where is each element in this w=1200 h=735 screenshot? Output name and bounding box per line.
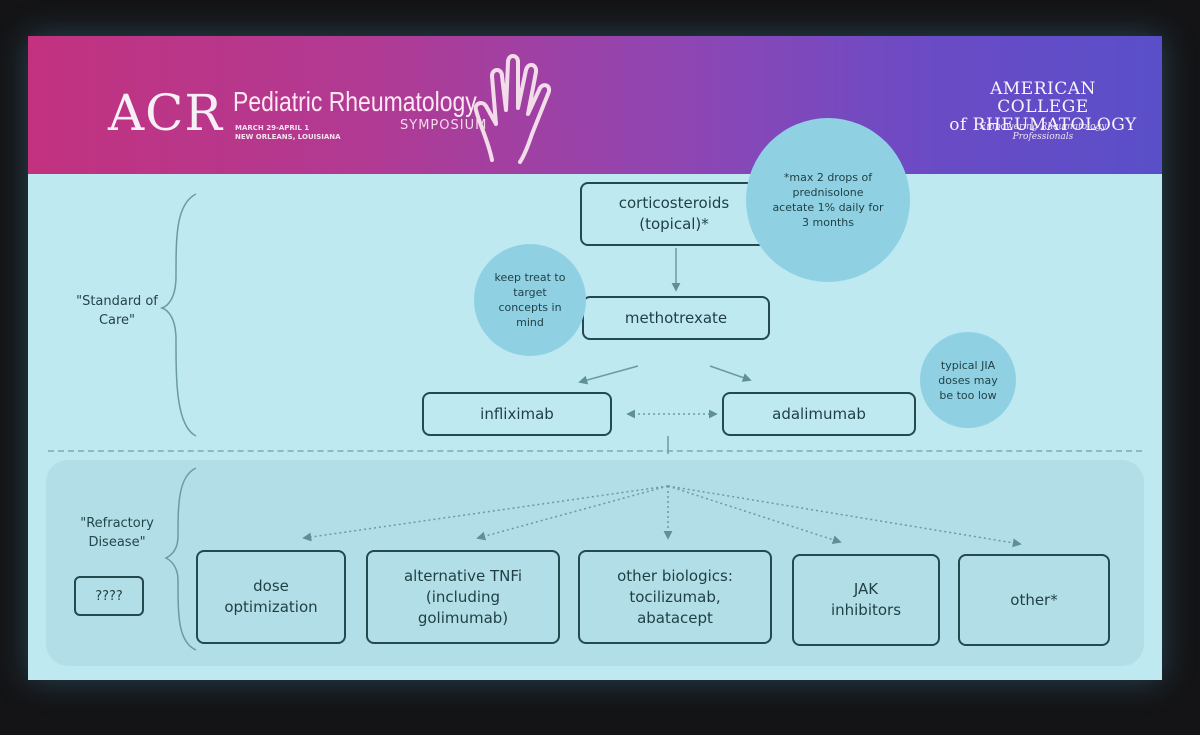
fan-line-5 xyxy=(667,485,1022,548)
section-divider xyxy=(48,450,1142,452)
standard-brace xyxy=(159,193,197,437)
connector-lines xyxy=(159,193,1022,651)
adalimumab-node: adalimumab xyxy=(722,392,916,436)
fan-line-4 xyxy=(667,485,842,545)
fan-line-1 xyxy=(302,485,669,542)
standard-of-care-label: "Standard of Care" xyxy=(76,294,158,328)
dose-optimization-node: dose optimization xyxy=(196,550,346,644)
header-banner: ACR Pediatric Rheumatology MARCH 29-APRI… xyxy=(28,36,1162,174)
event-name: Pediatric Rheumatology xyxy=(233,86,477,117)
methotrexate-node: methotrexate xyxy=(582,296,770,340)
arrow-mtx-to-adalimumab xyxy=(709,365,752,382)
event-dates-line1: MARCH 29-APRIL 1 xyxy=(235,124,310,132)
event-dates: MARCH 29-APRIL 1 NEW ORLEANS, LOUISIANA xyxy=(235,124,341,142)
hand-logo-icon xyxy=(473,54,551,164)
college-line2: of RHEUMATOLOGY xyxy=(949,115,1137,135)
infliximab-node: infliximab xyxy=(422,392,612,436)
corticosteroids-node: corticosteroids (topical)* xyxy=(580,182,768,246)
refractory-section-panel xyxy=(46,460,1144,666)
refractory-brace xyxy=(164,467,197,651)
other-node: other* xyxy=(958,554,1110,646)
arrow-mtx-to-infliximab xyxy=(578,365,639,385)
other-biologics-node: other biologics: tocilizumab, abatacept xyxy=(578,550,772,644)
prednisolone-note-bubble: *max 2 drops of prednisolone acetate 1% … xyxy=(746,118,910,282)
slide: ACR Pediatric Rheumatology MARCH 29-APRI… xyxy=(28,36,1162,680)
college-line1: AMERICAN COLLEGE xyxy=(990,79,1096,117)
college-name: AMERICAN COLLEGE of RHEUMATOLOGY xyxy=(948,80,1138,134)
refractory-disease-label: "Refractory Disease" xyxy=(80,516,154,550)
alternative-tnfi-node: alternative TNFi (including golimumab) xyxy=(366,550,560,644)
event-subtitle: SYMPOSIUM xyxy=(400,118,488,133)
college-tagline: Empowering Rheumatology Professionals xyxy=(979,122,1107,142)
event-dates-line2: NEW ORLEANS, LOUISIANA xyxy=(235,133,341,141)
jia-doses-bubble: typical JIA doses may be too low xyxy=(920,332,1016,428)
treat-to-target-bubble: keep treat to target concepts in mind xyxy=(474,244,586,356)
acr-logo-text: ACR xyxy=(108,84,224,142)
jak-inhibitors-node: JAK inhibitors xyxy=(792,554,940,646)
fan-line-2 xyxy=(476,485,669,541)
unknown-node: ???? xyxy=(74,576,144,616)
